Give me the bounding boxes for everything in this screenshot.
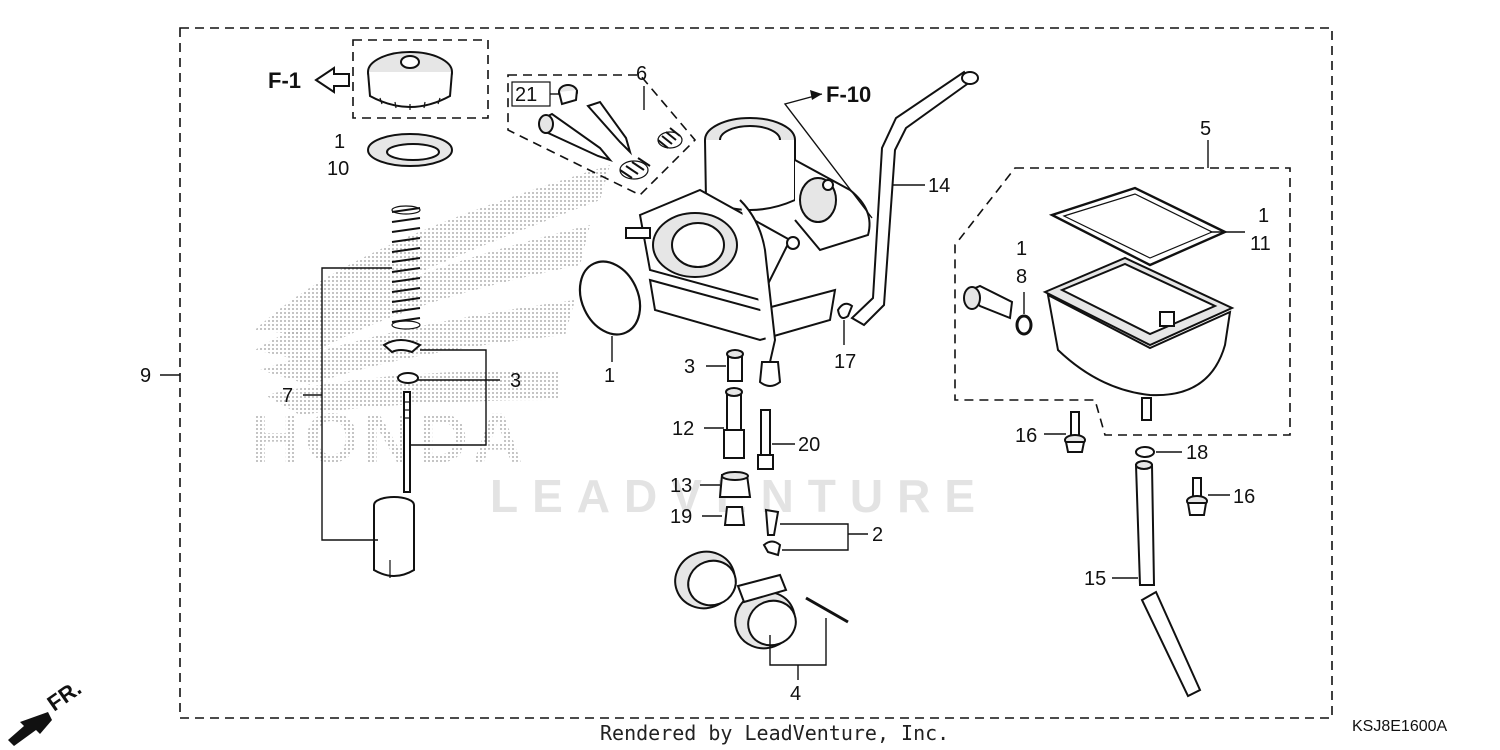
callout-1-gasket-chamber: 1 [1258, 205, 1269, 227]
callout-18: 18 [1186, 442, 1208, 464]
main-jet-nut [718, 471, 752, 498]
needle-clip [382, 339, 422, 354]
slow-jet [757, 409, 774, 470]
needle-jet [726, 349, 744, 382]
honda-wing-logo: HONDA [250, 165, 610, 477]
needle-jet-holder [723, 387, 745, 459]
float-chamber-o-ring [578, 260, 642, 336]
callout-8: 8 [1016, 266, 1027, 288]
leader-7-bracket [321, 267, 392, 541]
callout-3-jet: 3 [684, 356, 695, 378]
render-credit: Rendered by LeadVenture, Inc. [600, 721, 949, 745]
callout-9: 9 [140, 365, 151, 387]
callout-20: 20 [798, 434, 820, 456]
honda-logo-text: HONDA [250, 399, 527, 477]
callout-16-a: 16 [1015, 425, 1037, 447]
float-chamber [1042, 256, 1235, 421]
pilot-screw-set-box [507, 74, 697, 196]
float-chamber-gasket [1048, 186, 1228, 267]
cap-dashed-box [352, 39, 489, 119]
main-jet [723, 506, 746, 526]
pilot-screw-spring-a [657, 127, 683, 149]
callout-1-oring: 1 [604, 365, 615, 387]
assembly-frame [179, 27, 1333, 719]
callout-1-gasket: 1 [334, 131, 345, 153]
float-chamber-set-box [954, 167, 1291, 436]
callout-7: 7 [282, 385, 293, 407]
ref-f10-label: F-10 [826, 82, 871, 107]
front-arrow-icon [8, 712, 52, 746]
callout-3-clip: 3 [510, 370, 521, 392]
callout-4: 4 [790, 683, 801, 705]
front-direction-indicator: FR. [8, 675, 86, 746]
ref-f1-label: F-1 [268, 68, 301, 93]
drain-screw [963, 284, 1014, 320]
carburetor-body [625, 117, 871, 387]
tube-clip [836, 302, 854, 319]
chamber-screw-b [1186, 477, 1208, 516]
callout-14: 14 [928, 175, 950, 197]
callout-16-b: 16 [1233, 486, 1255, 508]
callout-11: 11 [1250, 233, 1271, 255]
jet-needle [403, 391, 411, 493]
pilot-screw-small [586, 100, 633, 156]
pilot-screw-spring-b [619, 157, 651, 180]
carburetor-float [674, 550, 797, 650]
chamber-screw-a [1064, 411, 1086, 453]
carburetor-top-cap [367, 51, 453, 110]
f10-arrow-icon [810, 90, 822, 100]
top-cap-gasket [367, 133, 453, 167]
callout-15: 15 [1084, 568, 1106, 590]
front-label: FR. [43, 675, 86, 716]
drain-tube [1134, 460, 1202, 698]
callout-17: 17 [834, 351, 856, 373]
callout-5: 5 [1200, 118, 1211, 140]
callout-10: 10 [327, 158, 349, 180]
callout-6: 6 [636, 63, 647, 85]
callout-2: 2 [872, 524, 883, 546]
leader-f10 [783, 93, 873, 219]
float-valve [762, 508, 782, 557]
vent-tube [850, 70, 979, 327]
throttle-valve-spring [391, 205, 421, 330]
throttle-valve [373, 496, 415, 578]
callout-13: 13 [670, 475, 692, 497]
leader-2-bracket [780, 523, 849, 551]
drain-tube-clip [1135, 446, 1155, 458]
callout-19: 19 [670, 506, 692, 528]
float-pin [805, 596, 849, 624]
callout-1-screw: 1 [1016, 238, 1027, 260]
leader-3-bracket [410, 349, 487, 446]
pilot-screw-large [538, 112, 614, 163]
drain-screw-o-ring [1015, 314, 1033, 336]
callout-21: 21 [515, 84, 537, 106]
f1-arrow-icon [314, 66, 350, 94]
pilot-screw-cap [558, 84, 578, 106]
callout-12: 12 [672, 418, 694, 440]
needle-e-ring [397, 372, 419, 384]
diagram-code: KSJ8E1600A [1352, 718, 1448, 735]
